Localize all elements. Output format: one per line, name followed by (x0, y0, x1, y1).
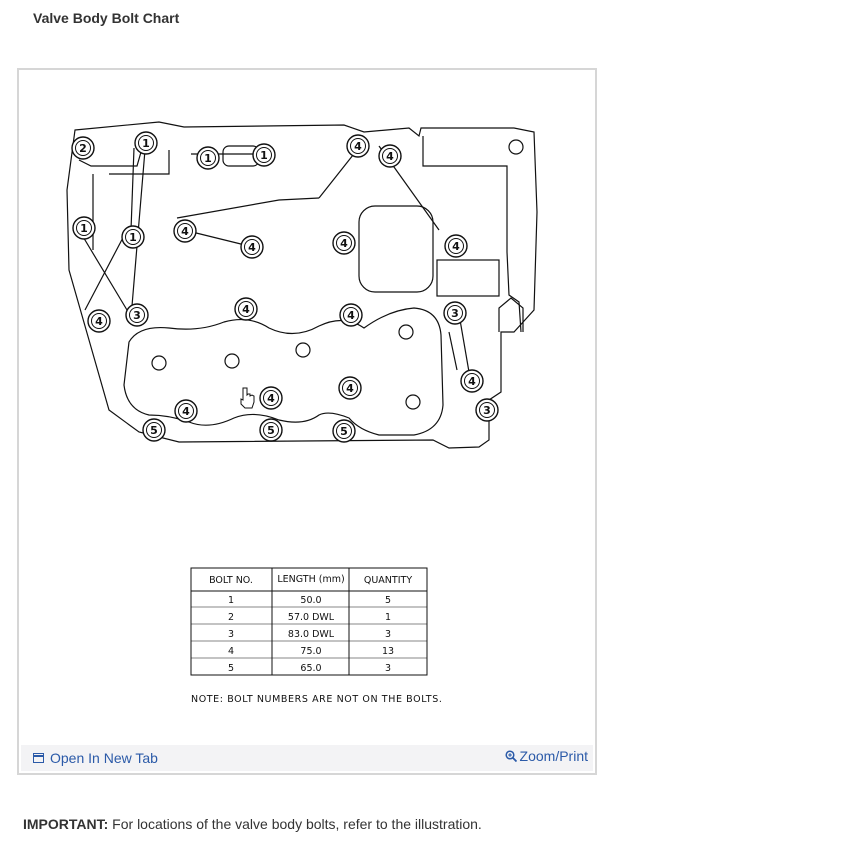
bolt-marker-b-mid-4a: 4 (173, 219, 197, 243)
zoom-print-label: Zoom/Print (519, 748, 588, 764)
bolt-number: 4 (248, 241, 256, 254)
bolt-number: 4 (346, 382, 354, 395)
illustration-frame: 2 1 1 1 4 4 1 1 4 4 4 4 4 3 4 4 3 4 3 4 4 4 5 5 5 BOLT NO. LENGT… (17, 68, 597, 775)
table-cell: 5 (385, 595, 391, 606)
bolt-marker-b-left-1: 1 (72, 216, 96, 240)
open-in-new-tab-link[interactable]: Open In New Tab (33, 750, 158, 766)
important-note: IMPORTANT: For locations of the valve bo… (23, 816, 482, 832)
bolt-marker-b-mid-4b: 4 (240, 235, 264, 259)
table-cell: 75.0 (300, 646, 321, 657)
table-header-length: LENGTH (mm) (277, 574, 344, 585)
bolt-marker-b-top-1b: 1 (196, 146, 220, 170)
open-in-new-tab-label: Open In New Tab (50, 750, 158, 766)
bolt-number: 5 (150, 424, 158, 437)
bolt-number: 5 (340, 425, 348, 438)
bolt-marker-b-right-4a: 4 (444, 234, 468, 258)
table-cell: 1 (385, 612, 391, 623)
illustration-toolbar: Open In New Tab Zoom/Print (21, 745, 593, 771)
bolt-marker-b-left-4: 4 (87, 309, 111, 333)
page-title: Valve Body Bolt Chart (33, 10, 180, 26)
bolt-marker-b-left-1b: 1 (121, 225, 145, 249)
important-text: For locations of the valve body bolts, r… (108, 816, 482, 832)
bolt-marker-b-bot-5b: 5 (259, 418, 283, 442)
table-cell: 4 (228, 646, 234, 657)
bolt-number: 4 (468, 375, 476, 388)
bolt-marker-b-mid-4c: 4 (332, 231, 356, 255)
bolt-marker-b-left-3: 3 (125, 303, 149, 327)
bolt-marker-b-top-left-2: 2 (71, 136, 95, 160)
bolt-number: 1 (142, 137, 150, 150)
table-cell: 3 (385, 663, 391, 674)
bolt-number: 4 (242, 303, 250, 316)
important-label: IMPORTANT: (23, 816, 109, 832)
bolt-marker-b-low-4c: 4 (338, 376, 362, 400)
diagram-note: NOTE: BOLT NUMBERS ARE NOT ON THE BOLTS. (191, 694, 442, 705)
table-cell: 5 (228, 663, 234, 674)
table-cell: 3 (228, 629, 234, 640)
table-cell: 50.0 (300, 595, 321, 606)
bolt-marker-b-bot-5a: 5 (142, 418, 166, 442)
bolt-number: 1 (129, 231, 137, 244)
bolt-number: 4 (182, 405, 190, 418)
bolt-marker-b-top-1a: 1 (134, 131, 158, 155)
table-header-bolt-no: BOLT NO. (209, 575, 253, 586)
open-in-new-tab-icon (33, 753, 44, 763)
bolt-spec-table: BOLT NO. LENGTH (mm) QUANTITY 1 50.0 5 2 57.… (190, 567, 428, 676)
bolt-marker-b-low-4b: 4 (259, 386, 283, 410)
hand-cursor-icon (240, 387, 255, 409)
valve-body-diagram: 2 1 1 1 4 4 1 1 4 4 4 4 4 3 4 4 3 4 3 4 4 4 5 5 5 BOLT NO. LENGT… (66, 121, 538, 705)
table-cell: 3 (385, 629, 391, 640)
bolt-marker-b-right-3a: 3 (443, 301, 467, 325)
bolt-marker-b-top-4a: 4 (346, 134, 370, 158)
bolt-number: 1 (260, 149, 268, 162)
table-cell: 13 (382, 646, 394, 657)
bolt-marker-b-top-4b: 4 (378, 144, 402, 168)
bolt-number: 3 (451, 307, 459, 320)
table-cell: 2 (228, 612, 234, 623)
bolt-number: 4 (95, 315, 103, 328)
bolt-number: 4 (347, 309, 355, 322)
bolt-number: 4 (267, 392, 275, 405)
bolt-marker-b-right-4b: 4 (460, 369, 484, 393)
bolt-number: 4 (452, 240, 460, 253)
table-cell: 57.0 DWL (288, 612, 335, 623)
bolt-number: 1 (204, 152, 212, 165)
table-header-quantity: QUANTITY (364, 575, 412, 586)
bolt-number: 4 (340, 237, 348, 250)
table-cell: 65.0 (300, 663, 321, 674)
bolt-markers: 2 1 1 1 4 4 1 1 4 4 4 4 4 3 4 4 3 4 3 4 4 4 5 5 5 (71, 131, 499, 443)
bolt-marker-b-low-4a: 4 (174, 399, 198, 423)
bolt-number: 4 (386, 150, 394, 163)
table-cell: 83.0 DWL (288, 629, 335, 640)
valve-body-outline (66, 121, 538, 449)
bolt-number: 3 (483, 404, 491, 417)
bolt-number: 3 (133, 309, 141, 322)
bolt-number: 5 (267, 424, 275, 437)
bolt-number: 4 (354, 140, 362, 153)
zoom-print-link[interactable]: Zoom/Print (504, 748, 588, 764)
bolt-marker-b-mid-4d: 4 (234, 297, 258, 321)
table-cell: 1 (228, 595, 234, 606)
bolt-marker-b-right-3b: 3 (475, 398, 499, 422)
bolt-number: 1 (80, 222, 88, 235)
bolt-marker-b-top-1c: 1 (252, 143, 276, 167)
magnifier-plus-icon (504, 750, 517, 762)
bolt-number: 2 (79, 142, 87, 155)
bolt-marker-b-bot-5c: 5 (332, 419, 356, 443)
bolt-number: 4 (181, 225, 189, 238)
bolt-marker-b-mid-4e: 4 (339, 303, 363, 327)
